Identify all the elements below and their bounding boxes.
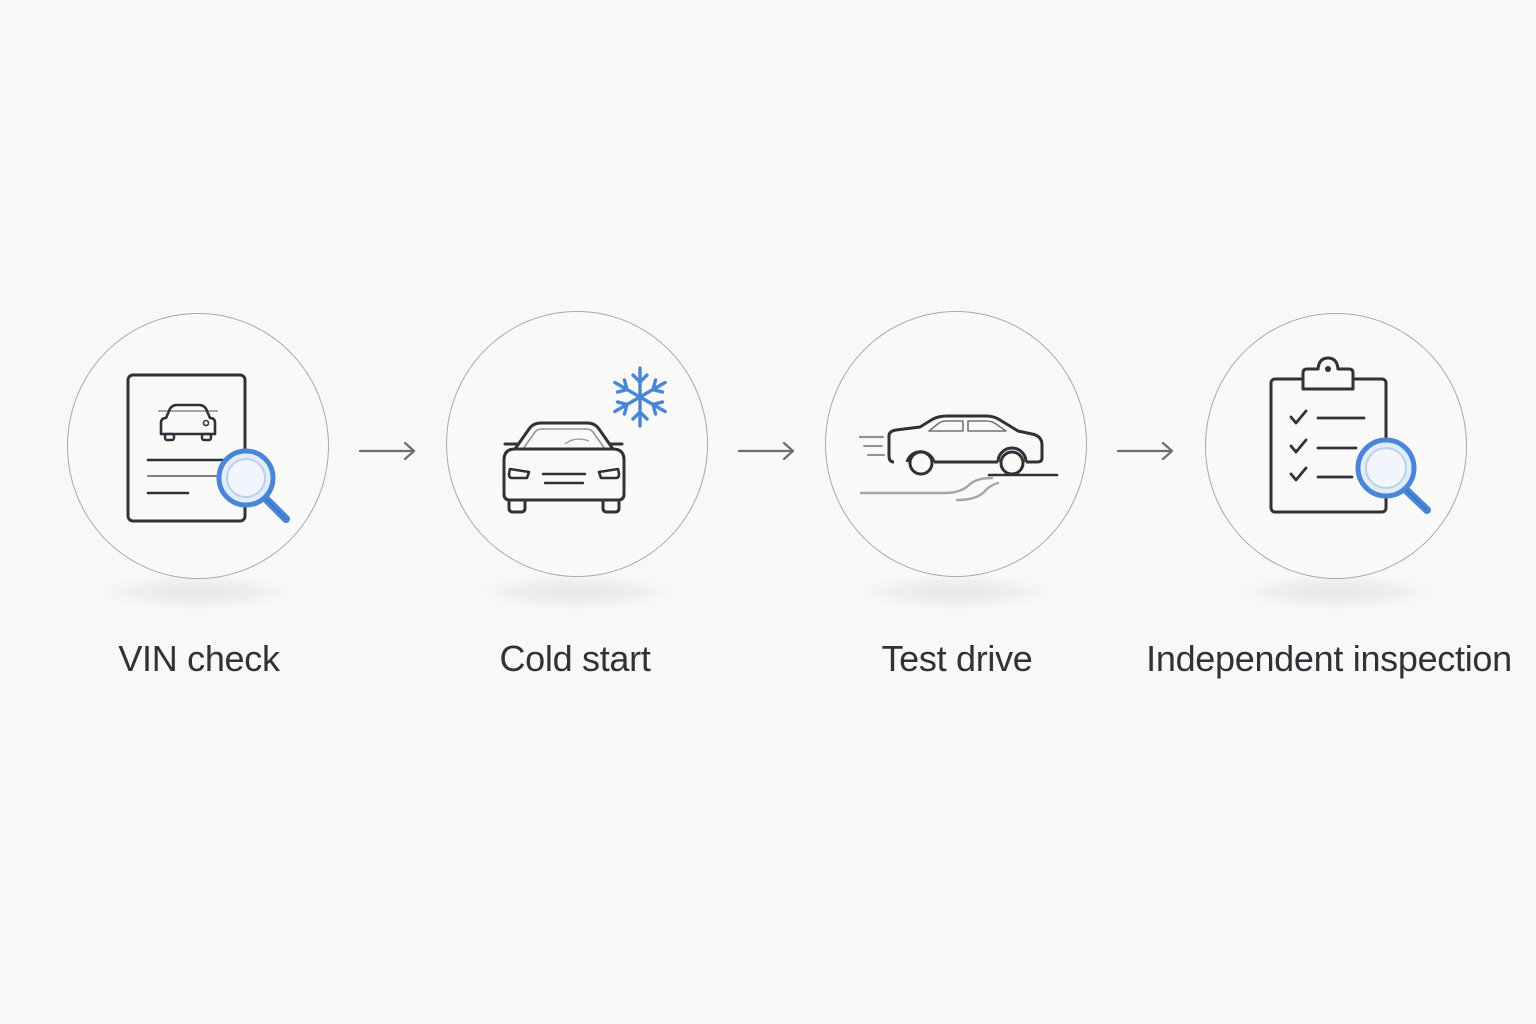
vin-document-magnifier-icon — [126, 373, 290, 523]
clipboard-checklist-magnifier-icon — [1269, 356, 1431, 514]
step-label-independent-inspection: Independent inspection — [1146, 638, 1512, 679]
step-shadow — [1240, 574, 1430, 610]
car-driving-road-icon — [858, 414, 1059, 502]
step-shadow — [861, 574, 1051, 610]
arrow-right-icon — [1116, 441, 1174, 461]
step-label-vin-check: VIN check — [118, 638, 280, 679]
car-snowflake-icon — [502, 366, 667, 514]
step-circle-cold-start — [446, 311, 708, 577]
step-label-cold-start: Cold start — [499, 638, 651, 679]
step-shadow — [482, 574, 672, 610]
step-circle-independent-inspection — [1205, 313, 1467, 579]
step-circle-test-drive — [825, 311, 1087, 577]
arrow-right-icon — [737, 441, 795, 461]
step-label-test-drive: Test drive — [881, 638, 1033, 679]
arrow-right-icon — [358, 441, 416, 461]
step-shadow — [102, 574, 292, 610]
step-circle-vin-check — [67, 313, 329, 579]
